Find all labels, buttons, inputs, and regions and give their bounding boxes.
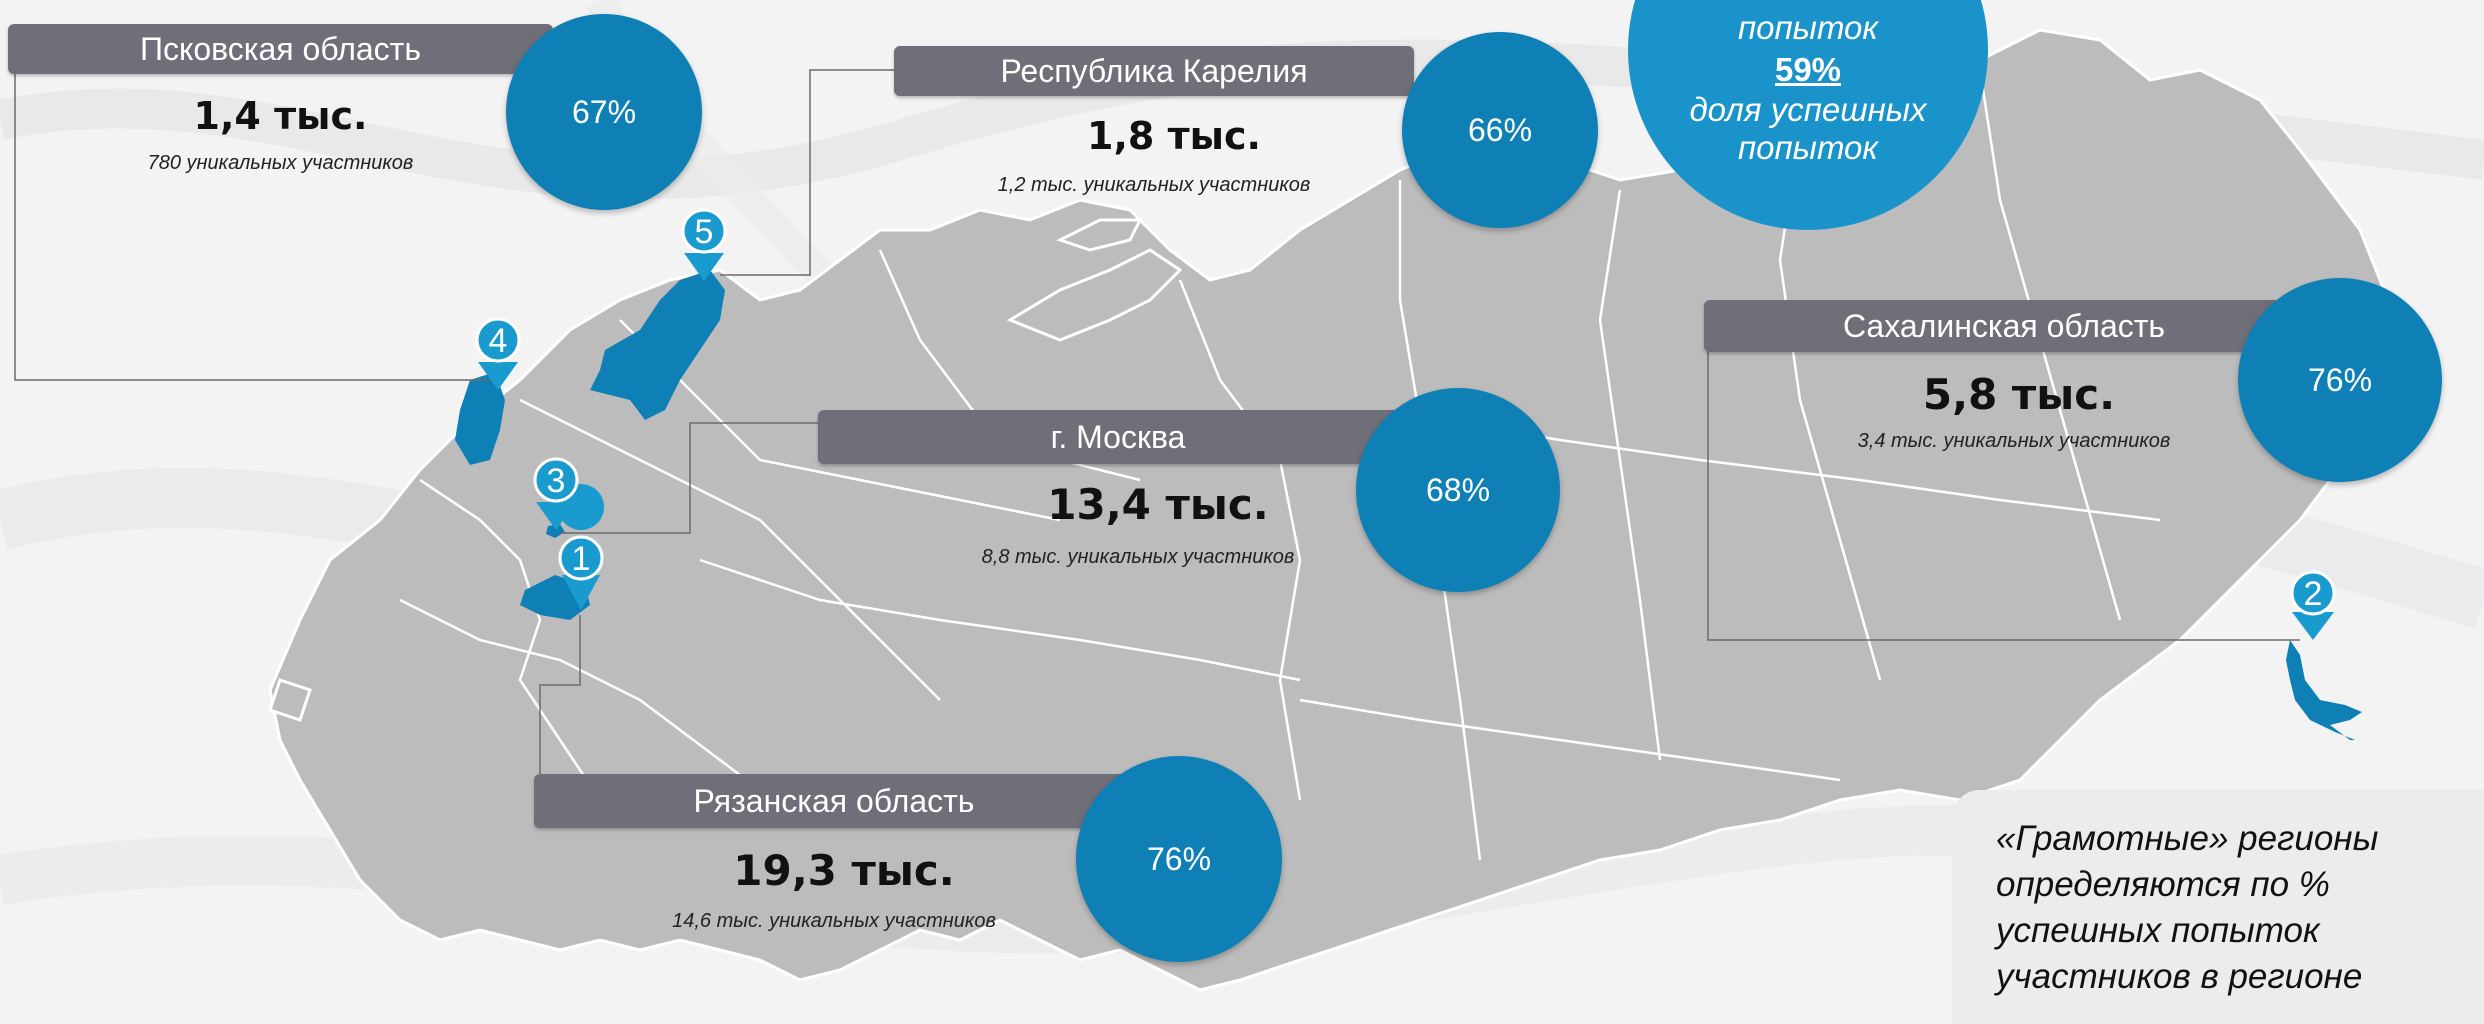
region-pskov-shape bbox=[455, 372, 505, 465]
russia-landmass bbox=[268, 28, 2422, 992]
callout-pskov: Псковская область 1,4 тыс. 780 уникальны… bbox=[8, 24, 553, 194]
participants-count: 19,3 тыс. bbox=[733, 846, 955, 895]
pin-3 bbox=[533, 457, 579, 530]
summary-value: 59% bbox=[1774, 51, 1842, 88]
success-share-pskov: 67% bbox=[506, 14, 702, 210]
unique-participants: 8,8 тыс. уникальных участников bbox=[981, 546, 1295, 568]
region-name: Псковская область bbox=[8, 24, 553, 74]
region-name: Республика Карелия bbox=[894, 46, 1414, 96]
region-name: Сахалинская область bbox=[1704, 300, 2304, 352]
note-text: «Грамотные» регионы определяются по % ус… bbox=[1996, 819, 2379, 996]
region-moscow-shape bbox=[546, 524, 565, 538]
pin-5 bbox=[681, 208, 727, 281]
success-share-sakhalin: 76% bbox=[2238, 278, 2442, 482]
participants-count: 5,8 тыс. bbox=[1922, 370, 2116, 419]
region-name: г. Москва bbox=[818, 410, 1418, 464]
participants-count: 1,8 тыс. bbox=[1087, 114, 1261, 158]
summary-line-3: доля успешных bbox=[1689, 91, 1927, 128]
success-share-ryazan: 76% bbox=[1076, 756, 1282, 962]
success-share-karelia: 66% bbox=[1402, 32, 1598, 228]
participants-count: 1,4 тыс. bbox=[193, 94, 368, 138]
pin-5-label: 5 bbox=[695, 213, 714, 251]
summary-line-1: попыток bbox=[1737, 9, 1878, 46]
region-karelia-shape bbox=[590, 270, 725, 420]
participants-count: 13,4 тыс. bbox=[1047, 480, 1269, 529]
success-share-moscow: 68% bbox=[1356, 388, 1560, 592]
summary-line-4: попыток bbox=[1737, 129, 1878, 166]
pin-2 bbox=[2290, 570, 2336, 640]
callout-sakhalin: Сахалинская область 5,8 тыс. 3,4 тыс. ун… bbox=[1704, 300, 2304, 470]
callout-ryazan: Рязанская область 19,3 тыс. 14,6 тыс. ун… bbox=[534, 774, 1134, 944]
unique-participants: 780 уникальных участников bbox=[147, 152, 414, 174]
pin-3-label: 3 bbox=[547, 462, 566, 500]
unique-participants: 3,4 тыс. уникальных участников bbox=[1857, 430, 2171, 452]
pin-1-label: 1 bbox=[572, 540, 591, 578]
pin-4 bbox=[475, 317, 521, 390]
callout-moscow: г. Москва 13,4 тыс. 8,8 тыс. уникальных … bbox=[818, 410, 1418, 580]
map-pins: 1 2 3 4 5 bbox=[475, 208, 2336, 640]
region-sakhalin-shape bbox=[2286, 640, 2362, 740]
region-name: Рязанская область bbox=[534, 774, 1134, 828]
pin-2-label: 2 bbox=[2304, 575, 2323, 613]
note-box: «Грамотные» регионы определяются по % ус… bbox=[1952, 790, 2484, 1024]
callout-karelia: Республика Карелия 1,8 тыс. 1,2 тыс. уни… bbox=[894, 46, 1414, 206]
pin-4-label: 4 bbox=[489, 322, 508, 360]
unique-participants: 14,6 тыс. уникальных участников bbox=[672, 910, 996, 932]
unique-participants: 1,2 тыс. уникальных участников bbox=[997, 174, 1311, 196]
